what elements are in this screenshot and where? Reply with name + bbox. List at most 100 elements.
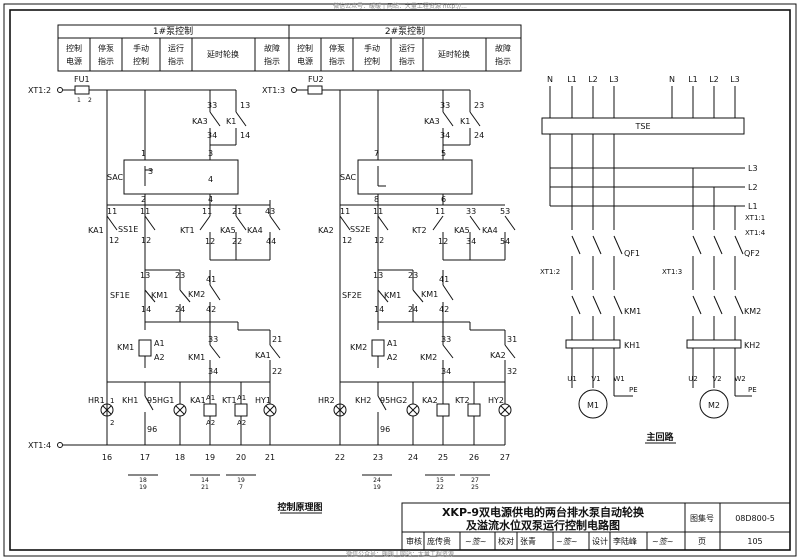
svg-text:KA3: KA3 [424, 117, 440, 126]
svg-text:31: 31 [507, 335, 517, 344]
svg-text:校对: 校对 [498, 536, 514, 546]
svg-text:审核: 审核 [406, 536, 422, 546]
svg-text:16: 16 [102, 453, 112, 462]
svg-text:KA1: KA1 [88, 226, 104, 235]
svg-text:XT1:2: XT1:2 [540, 268, 560, 276]
svg-text:7: 7 [374, 149, 379, 158]
svg-text:32: 32 [507, 367, 517, 376]
svg-text:KA3: KA3 [192, 117, 208, 126]
hdr-col-3-l2: 控制 [133, 56, 149, 66]
svg-text:34: 34 [466, 237, 476, 246]
svg-text:KA1: KA1 [255, 351, 271, 360]
svg-text:KM1: KM1 [624, 307, 641, 316]
svg-text:FU2: FU2 [308, 75, 324, 84]
svg-text:33: 33 [207, 101, 217, 110]
svg-text:33: 33 [441, 335, 451, 344]
title-line-1: XKP-9双电源供电的两台排水泵自动轮换 [442, 505, 645, 519]
svg-text:XT1:3: XT1:3 [662, 268, 682, 276]
xt12-label: XT1:2 [28, 86, 51, 95]
svg-text:TSE: TSE [634, 122, 650, 131]
watermark-top: 微信公众号：暖暖 | 网站：大量工程资源 http://... [333, 2, 467, 10]
svg-text:96: 96 [147, 425, 157, 434]
svg-text:KA4: KA4 [482, 226, 498, 235]
svg-text:26: 26 [469, 453, 479, 462]
hdr-col-12-l1: 故障 [495, 43, 511, 53]
tse-switch [541, 117, 745, 135]
title-block: XKP-9双电源供电的两台排水泵自动轮换 及溢流水位双泵运行控制电路图 图集号 … [401, 502, 791, 551]
fu1-label: FU1 [74, 75, 90, 84]
svg-text:KH1: KH1 [624, 341, 640, 350]
fuse-fu1 [74, 85, 90, 95]
hdr-col-1-l1: 控制 [66, 43, 82, 53]
svg-text:HR1: HR1 [88, 396, 105, 405]
svg-text:44: 44 [266, 237, 276, 246]
svg-text:SF1E: SF1E [110, 291, 130, 300]
svg-text:19: 19 [139, 484, 147, 491]
svg-text:KM2: KM2 [188, 290, 205, 299]
svg-text:24: 24 [408, 453, 418, 462]
svg-text:11: 11 [140, 207, 150, 216]
svg-text:1: 1 [77, 97, 81, 104]
svg-text:SF2E: SF2E [342, 291, 362, 300]
svg-text:1: 1 [110, 397, 114, 405]
svg-text:L2: L2 [588, 75, 598, 84]
svg-text:KA2: KA2 [422, 396, 438, 405]
svg-text:13: 13 [373, 271, 383, 280]
svg-text:张青: 张青 [520, 536, 536, 546]
main-caption: 主回路 [646, 431, 674, 443]
hdr-col-5-l1: 延时轮换 [207, 49, 239, 59]
svg-text:KM1: KM1 [384, 291, 401, 300]
svg-text:KM2: KM2 [744, 307, 761, 316]
svg-text:24: 24 [474, 131, 484, 140]
hdr-col-3-l1: 手动 [133, 43, 149, 53]
svg-text:2: 2 [110, 419, 114, 427]
svg-text:33: 33 [208, 335, 218, 344]
atlas-number: 08D800-5 [735, 514, 775, 523]
sac-selector [123, 159, 239, 195]
svg-text:18: 18 [139, 477, 147, 484]
svg-text:14: 14 [240, 131, 250, 140]
watermark-bottom: 微信公众号：暖暖 | 网站：大量工程资源 [346, 550, 454, 558]
svg-text:KA2: KA2 [490, 351, 506, 360]
hdr-col-9-l1: 手动 [364, 43, 380, 53]
svg-text:KA1: KA1 [190, 396, 206, 405]
svg-text:12: 12 [342, 236, 352, 245]
svg-text:L1: L1 [748, 202, 758, 211]
svg-text:KA5: KA5 [220, 226, 236, 235]
svg-text:KT2: KT2 [412, 226, 427, 235]
svg-text:11: 11 [340, 207, 350, 216]
svg-text:李陆峰: 李陆峰 [613, 536, 637, 546]
km1-coil [138, 339, 152, 357]
svg-text:L2: L2 [709, 75, 719, 84]
svg-text:KH1: KH1 [122, 396, 138, 405]
svg-text:W1: W1 [613, 375, 624, 383]
svg-text:21: 21 [232, 207, 242, 216]
svg-text:~签~: ~签~ [465, 537, 486, 546]
svg-text:12: 12 [374, 236, 384, 245]
svg-text:A1: A1 [154, 339, 165, 348]
km2-coil [371, 339, 385, 357]
svg-text:15: 15 [436, 477, 444, 484]
svg-text:4: 4 [208, 175, 213, 184]
hdr-col-2-l2: 指示 [98, 56, 114, 66]
svg-text:24: 24 [373, 477, 381, 484]
svg-text:33: 33 [466, 207, 476, 216]
svg-text:34: 34 [207, 131, 217, 140]
svg-text:KM2: KM2 [420, 353, 437, 362]
svg-text:M1: M1 [587, 401, 599, 410]
svg-text:L3: L3 [730, 75, 740, 84]
svg-text:L3: L3 [748, 164, 758, 173]
svg-text:W2: W2 [734, 375, 745, 383]
svg-text:QF1: QF1 [624, 249, 640, 258]
svg-text:3: 3 [208, 149, 213, 158]
svg-text:A2: A2 [387, 353, 398, 362]
svg-text:KM1: KM1 [151, 291, 168, 300]
svg-text:庞传贵: 庞传贵 [427, 536, 451, 546]
ka2-coil [436, 403, 450, 417]
control-caption: 控制原理图 [277, 501, 322, 513]
svg-text:XT1:4: XT1:4 [28, 441, 51, 450]
svg-text:U2: U2 [688, 375, 698, 383]
